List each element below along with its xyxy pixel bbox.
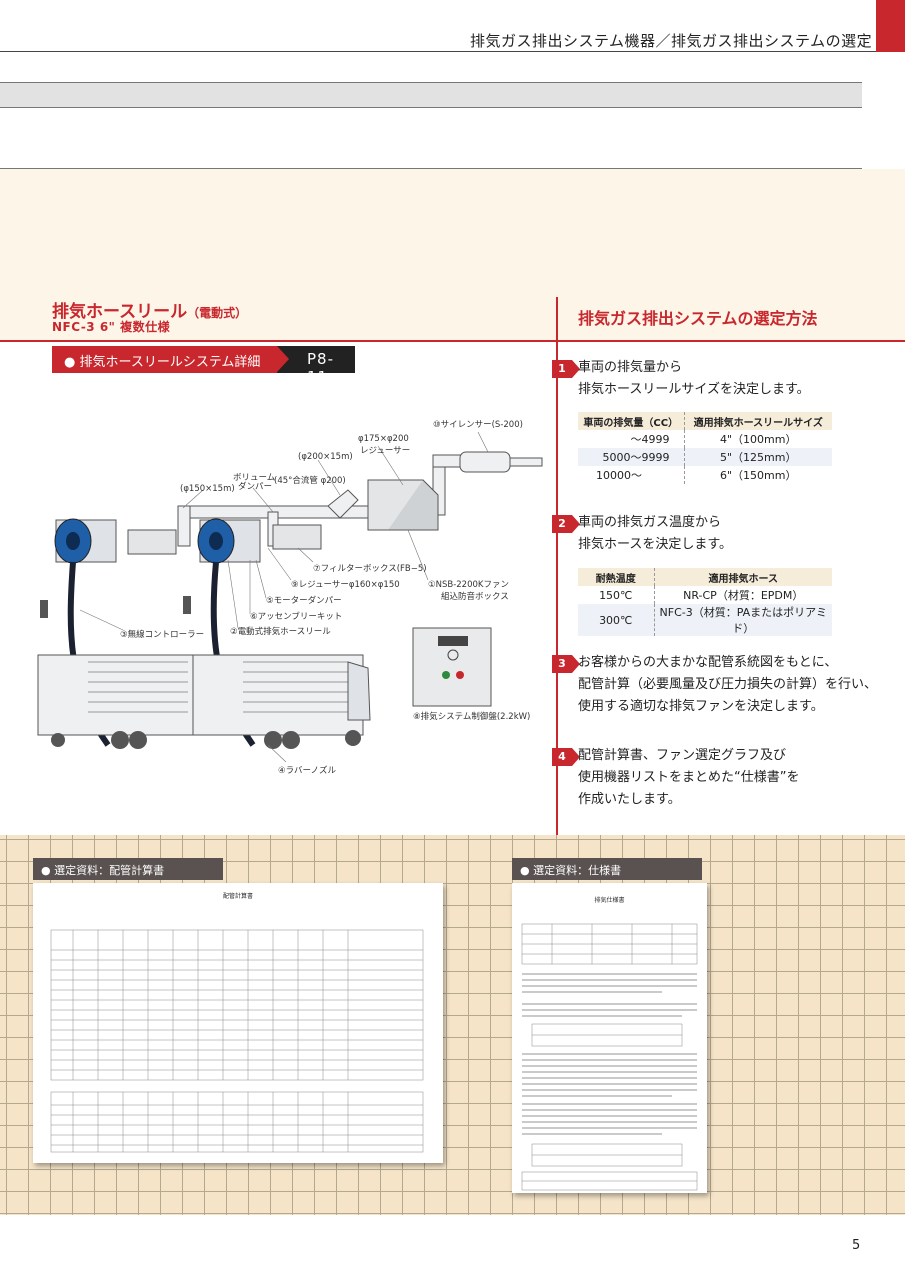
system-illustration xyxy=(37,431,543,763)
col-displacement: 車両の排気量（CC） xyxy=(578,412,684,430)
callout-motor-damper: ⑤モーターダンパー xyxy=(266,596,342,606)
step-4-line-3: 作成いたします。 xyxy=(578,792,681,807)
reel-2 xyxy=(197,518,261,564)
step-4-line-1: 配管計算書、ファン選定グラフ及び xyxy=(578,748,787,763)
callout-silencer: ⑩サイレンサー(S-200) xyxy=(433,420,523,430)
cream-band xyxy=(0,169,905,341)
col-reel-size: 適用排気ホースリールサイズ xyxy=(683,412,832,430)
callout-reducer160: ⑨レジューサーφ160×φ150 xyxy=(291,580,400,590)
pipe-sheet-table-graphic xyxy=(50,929,424,1153)
callout-reducer-size: φ175×φ200 xyxy=(358,434,409,444)
callout-merge-pipe: (45°合流管 φ200) xyxy=(274,476,346,486)
callout-pipe150: (φ150×15m) xyxy=(180,484,235,494)
duct-drop-1 xyxy=(177,505,191,547)
callout-fan-box: 組込防音ボックス xyxy=(441,592,509,602)
system-diagram: ⑩サイレンサー(S-200) φ175×φ200 レジューサー (φ200×15… xyxy=(28,400,548,800)
silencer-outlet xyxy=(509,457,543,467)
step-1-line-2: 排気ホースリールサイズを決定します。 xyxy=(578,382,810,397)
pipe-sheet-title: 配管計算書 xyxy=(222,893,253,900)
title-suffix: （電動式） xyxy=(187,306,248,320)
duct-merge xyxy=(327,489,359,519)
callout-assembly-kit: ⑥アッセンブリーキット xyxy=(250,612,343,622)
banner-arrow-icon xyxy=(277,346,289,372)
col-temperature: 耐熱温度 xyxy=(578,568,654,586)
banner-page-ref: P8-11 xyxy=(277,346,355,386)
step-2-badge: 2 xyxy=(552,515,580,533)
callout-fan: ①NSB-2200Kファン xyxy=(428,580,509,590)
banner-label: ● 排気ホースリールシステム詳細 xyxy=(52,346,277,373)
spec-sheet-title: 排気仕様書 xyxy=(594,897,625,904)
step-3-line-1: お客様からの大まかな配管系統図をもとに、 xyxy=(578,655,838,670)
page-number: 5 xyxy=(852,1238,861,1253)
section-title-hose-reel: 排気ホースリール（電動式） xyxy=(52,297,247,322)
truck-2 xyxy=(192,654,371,749)
silencer xyxy=(459,451,511,473)
reel-1 xyxy=(54,518,117,564)
detail-link-banner[interactable]: ● 排気ホースリールシステム詳細 P8-11 xyxy=(52,346,355,386)
callout-rubber-nozzle: ④ラバーノズル xyxy=(278,766,337,776)
specification-sheet: 排気仕様書 xyxy=(512,883,707,1193)
controllers xyxy=(40,596,191,618)
callout-filter-box: ⑦フィルターボックス(FB−5) xyxy=(313,564,427,574)
callout-volume: ボリューム xyxy=(233,473,276,483)
step-3-line-3: 使用する適切な排気ファンを決定します。 xyxy=(578,699,824,714)
grey-band xyxy=(0,82,862,108)
title-main: 排気ホースリール xyxy=(52,302,188,322)
column-divider xyxy=(556,297,558,837)
step-4-badge: 4 xyxy=(552,748,580,766)
control-panel xyxy=(412,627,492,707)
callout-pipe200: (φ200×15m) xyxy=(298,452,353,462)
step-4-line-2: 使用機器リストをまとめた“仕様書”を xyxy=(578,770,800,785)
truck-1 xyxy=(37,654,194,749)
filter-box-1 xyxy=(127,529,177,555)
section-subtitle: NFC-3 6" 複数仕様 xyxy=(52,320,171,334)
breadcrumb: 排気ガス排出システム機器／排気ガス排出システムの選定 xyxy=(470,32,873,50)
step-3-badge: 3 xyxy=(552,655,580,673)
callout-hose-reel: ②電動式排気ホースリール xyxy=(230,627,331,637)
step-3-line-2: 配管計算（必要風量及び圧力損失の計算）を行い、 xyxy=(578,677,878,692)
tag-specification: ● 選定資料：仕様書 xyxy=(512,858,702,880)
filter-box-2 xyxy=(272,524,322,550)
selection-method-title: 排気ガス排出システムの選定方法 xyxy=(578,309,818,328)
header-rule xyxy=(0,51,876,52)
col-hose: 適用排気ホース xyxy=(653,568,832,586)
spec-sheet-text-graphic xyxy=(521,923,698,1191)
step-1-line-1: 車両の排気量から xyxy=(578,360,683,375)
step-2-line-2: 排気ホースを決定します。 xyxy=(578,537,733,552)
reference-documents-area: ● 選定資料：配管計算書 ● 選定資料：仕様書 配管計算書 xyxy=(0,835,905,1215)
section-divider xyxy=(0,340,905,342)
step-2-line-1: 車両の排気ガス温度から xyxy=(578,515,722,530)
callout-control-panel: ⑧排気システム制御盤(2.2kW) xyxy=(413,712,531,722)
divider-rule xyxy=(0,168,862,169)
callout-controller: ③無線コントローラー xyxy=(120,630,205,640)
tag-pipe-calculation: ● 選定資料：配管計算書 xyxy=(33,858,223,880)
callout-reducer-label: レジューサー xyxy=(360,446,411,456)
step-1-badge: 1 xyxy=(552,360,580,378)
callout-damper: ダンパー xyxy=(238,482,273,492)
corner-tab xyxy=(876,0,905,52)
fan-box-side xyxy=(388,479,439,531)
pipe-calculation-sheet: 配管計算書 xyxy=(33,883,443,1163)
